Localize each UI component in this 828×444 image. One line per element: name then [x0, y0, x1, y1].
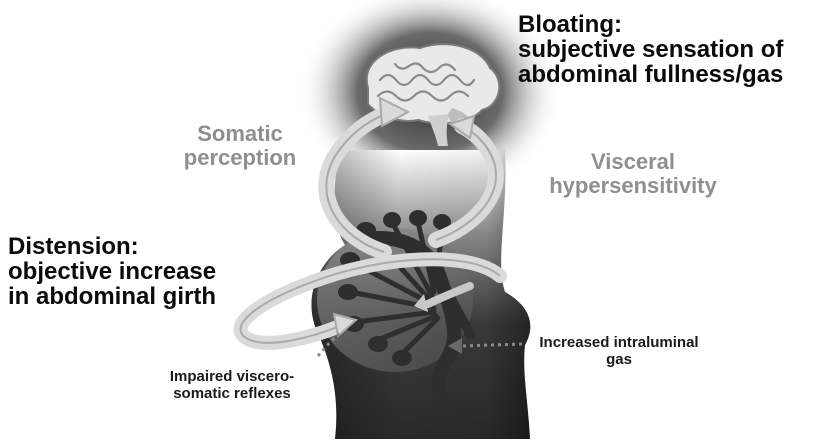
somatic-perception-label: Somatic perception: [172, 122, 308, 170]
viscero-somatic-reflexes-label: Impaired viscero- somatic reflexes: [146, 368, 318, 402]
bloating-label: Bloating: subjective sensation of abdomi…: [518, 12, 783, 87]
visceral-hypersensitivity-label: Visceral hypersensitivity: [548, 150, 718, 198]
distension-label: Distension: objective increase in abdomi…: [8, 234, 216, 309]
intraluminal-gas-pointer: [462, 344, 522, 346]
intraluminal-gas-label: Increased intraluminal gas: [526, 334, 712, 368]
